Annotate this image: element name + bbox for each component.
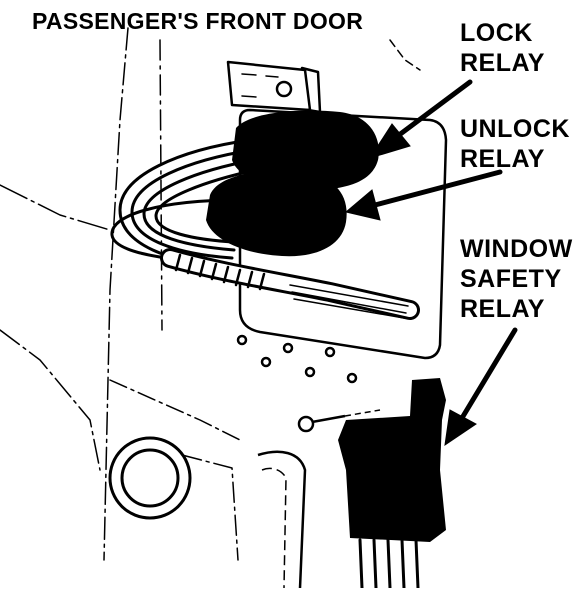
- door-grommet-icon: [108, 436, 192, 520]
- door-panel-edge-inner: [159, 39, 163, 331]
- wiring-harness: [110, 138, 420, 320]
- upper-bracket-tab: [226, 60, 312, 112]
- door-panel-crease: [0, 184, 111, 231]
- unlock-arrowhead-icon: [344, 189, 381, 221]
- lock-arrowhead-icon: [368, 123, 411, 159]
- door-panel-edge-bottom: [181, 454, 239, 561]
- lock-relay-label-line: LOCK: [460, 19, 533, 47]
- diagram-title: PASSENGER'S FRONT DOOR: [32, 8, 364, 34]
- window-safety-relay-label: WINDOW SAFETY RELAY: [460, 234, 573, 324]
- lock-relay-label: LOCK RELAY: [460, 18, 545, 78]
- unlock-relay-label: UNLOCK RELAY: [460, 114, 570, 174]
- callout-arrows: [344, 79, 518, 447]
- fastener-screw-icon: [297, 409, 381, 433]
- mounting-holes: [236, 334, 358, 384]
- door-lower-edge: [257, 450, 307, 589]
- unlock-relay-label-line: UNLOCK: [460, 115, 570, 143]
- door-top-dash: [389, 39, 421, 71]
- window-safety-arrow: [459, 327, 518, 421]
- door-panel-outer-curve: [0, 329, 101, 471]
- door-panel-lower-crease: [109, 379, 241, 441]
- bracket-screw-icon: [275, 80, 293, 98]
- window-safety-relay-label-line: RELAY: [460, 295, 545, 323]
- door-panel-edge-left: [103, 27, 129, 561]
- window-safety-relay-label-line: SAFETY: [460, 265, 562, 293]
- window-safety-relay-body: [338, 378, 446, 542]
- lock-arrow: [392, 79, 473, 141]
- window-safety-arrowhead-icon: [444, 409, 477, 447]
- lock-relay-body: [232, 110, 379, 190]
- window-safety-relay-label-line: WINDOW: [460, 235, 573, 263]
- unlock-arrow: [372, 169, 503, 208]
- lock-relay-label-line: RELAY: [460, 49, 545, 77]
- unlock-relay-body: [206, 170, 347, 257]
- unlock-relay-label-line: RELAY: [460, 145, 545, 173]
